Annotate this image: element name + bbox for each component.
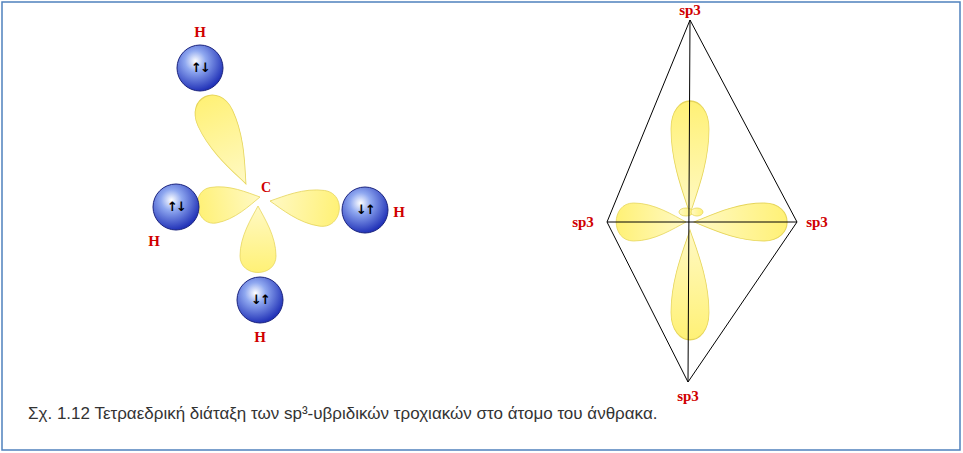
atom-sphere: [342, 187, 388, 233]
figure-caption: Σχ. 1.12 Τετραεδρική διάταξη των sp³-υβρ…: [28, 404, 657, 424]
orbital-label: sp3: [572, 214, 594, 231]
tetrahedron-outline: [607, 20, 797, 382]
electron-spins: ↓↑: [356, 202, 374, 217]
atom-symbol: H: [148, 233, 160, 250]
atom-sphere: [153, 184, 199, 230]
electron-spins: ↑↓: [167, 199, 185, 214]
atom-sphere: [237, 277, 283, 323]
tetrahedron-edge: [607, 20, 797, 382]
atom-symbol: C: [261, 180, 271, 196]
electron-spins: ↑↓: [191, 60, 209, 75]
sp3-lobe: [671, 230, 709, 340]
hydrogen-atom: ↓↑H: [236, 276, 284, 324]
tetrahedron-edge: [688, 20, 690, 382]
atom-sphere: [177, 45, 223, 91]
sp3-lobe: [671, 101, 709, 214]
hydrogen-atom: ↑↓H: [176, 44, 224, 92]
orbital-label: sp3: [806, 214, 828, 231]
hydrogen-atom: ↓↑H: [341, 186, 389, 234]
sp3-lobe: [188, 89, 263, 192]
hydrogen-atom: ↑↓H: [152, 183, 200, 231]
small-lobe: [691, 208, 703, 216]
sp3-lobe: [267, 183, 341, 228]
sp3-lobe: [240, 206, 276, 273]
atom-symbol: H: [393, 204, 405, 221]
atom-symbol: H: [254, 329, 266, 346]
methane-orbitals: [188, 89, 342, 273]
orbital-label: sp3: [679, 2, 701, 19]
electron-spins: ↓↑: [251, 292, 269, 307]
tetrahedron-edge: [607, 222, 797, 223]
orbital-label: sp3: [677, 388, 699, 405]
atom-symbol: H: [194, 24, 206, 41]
